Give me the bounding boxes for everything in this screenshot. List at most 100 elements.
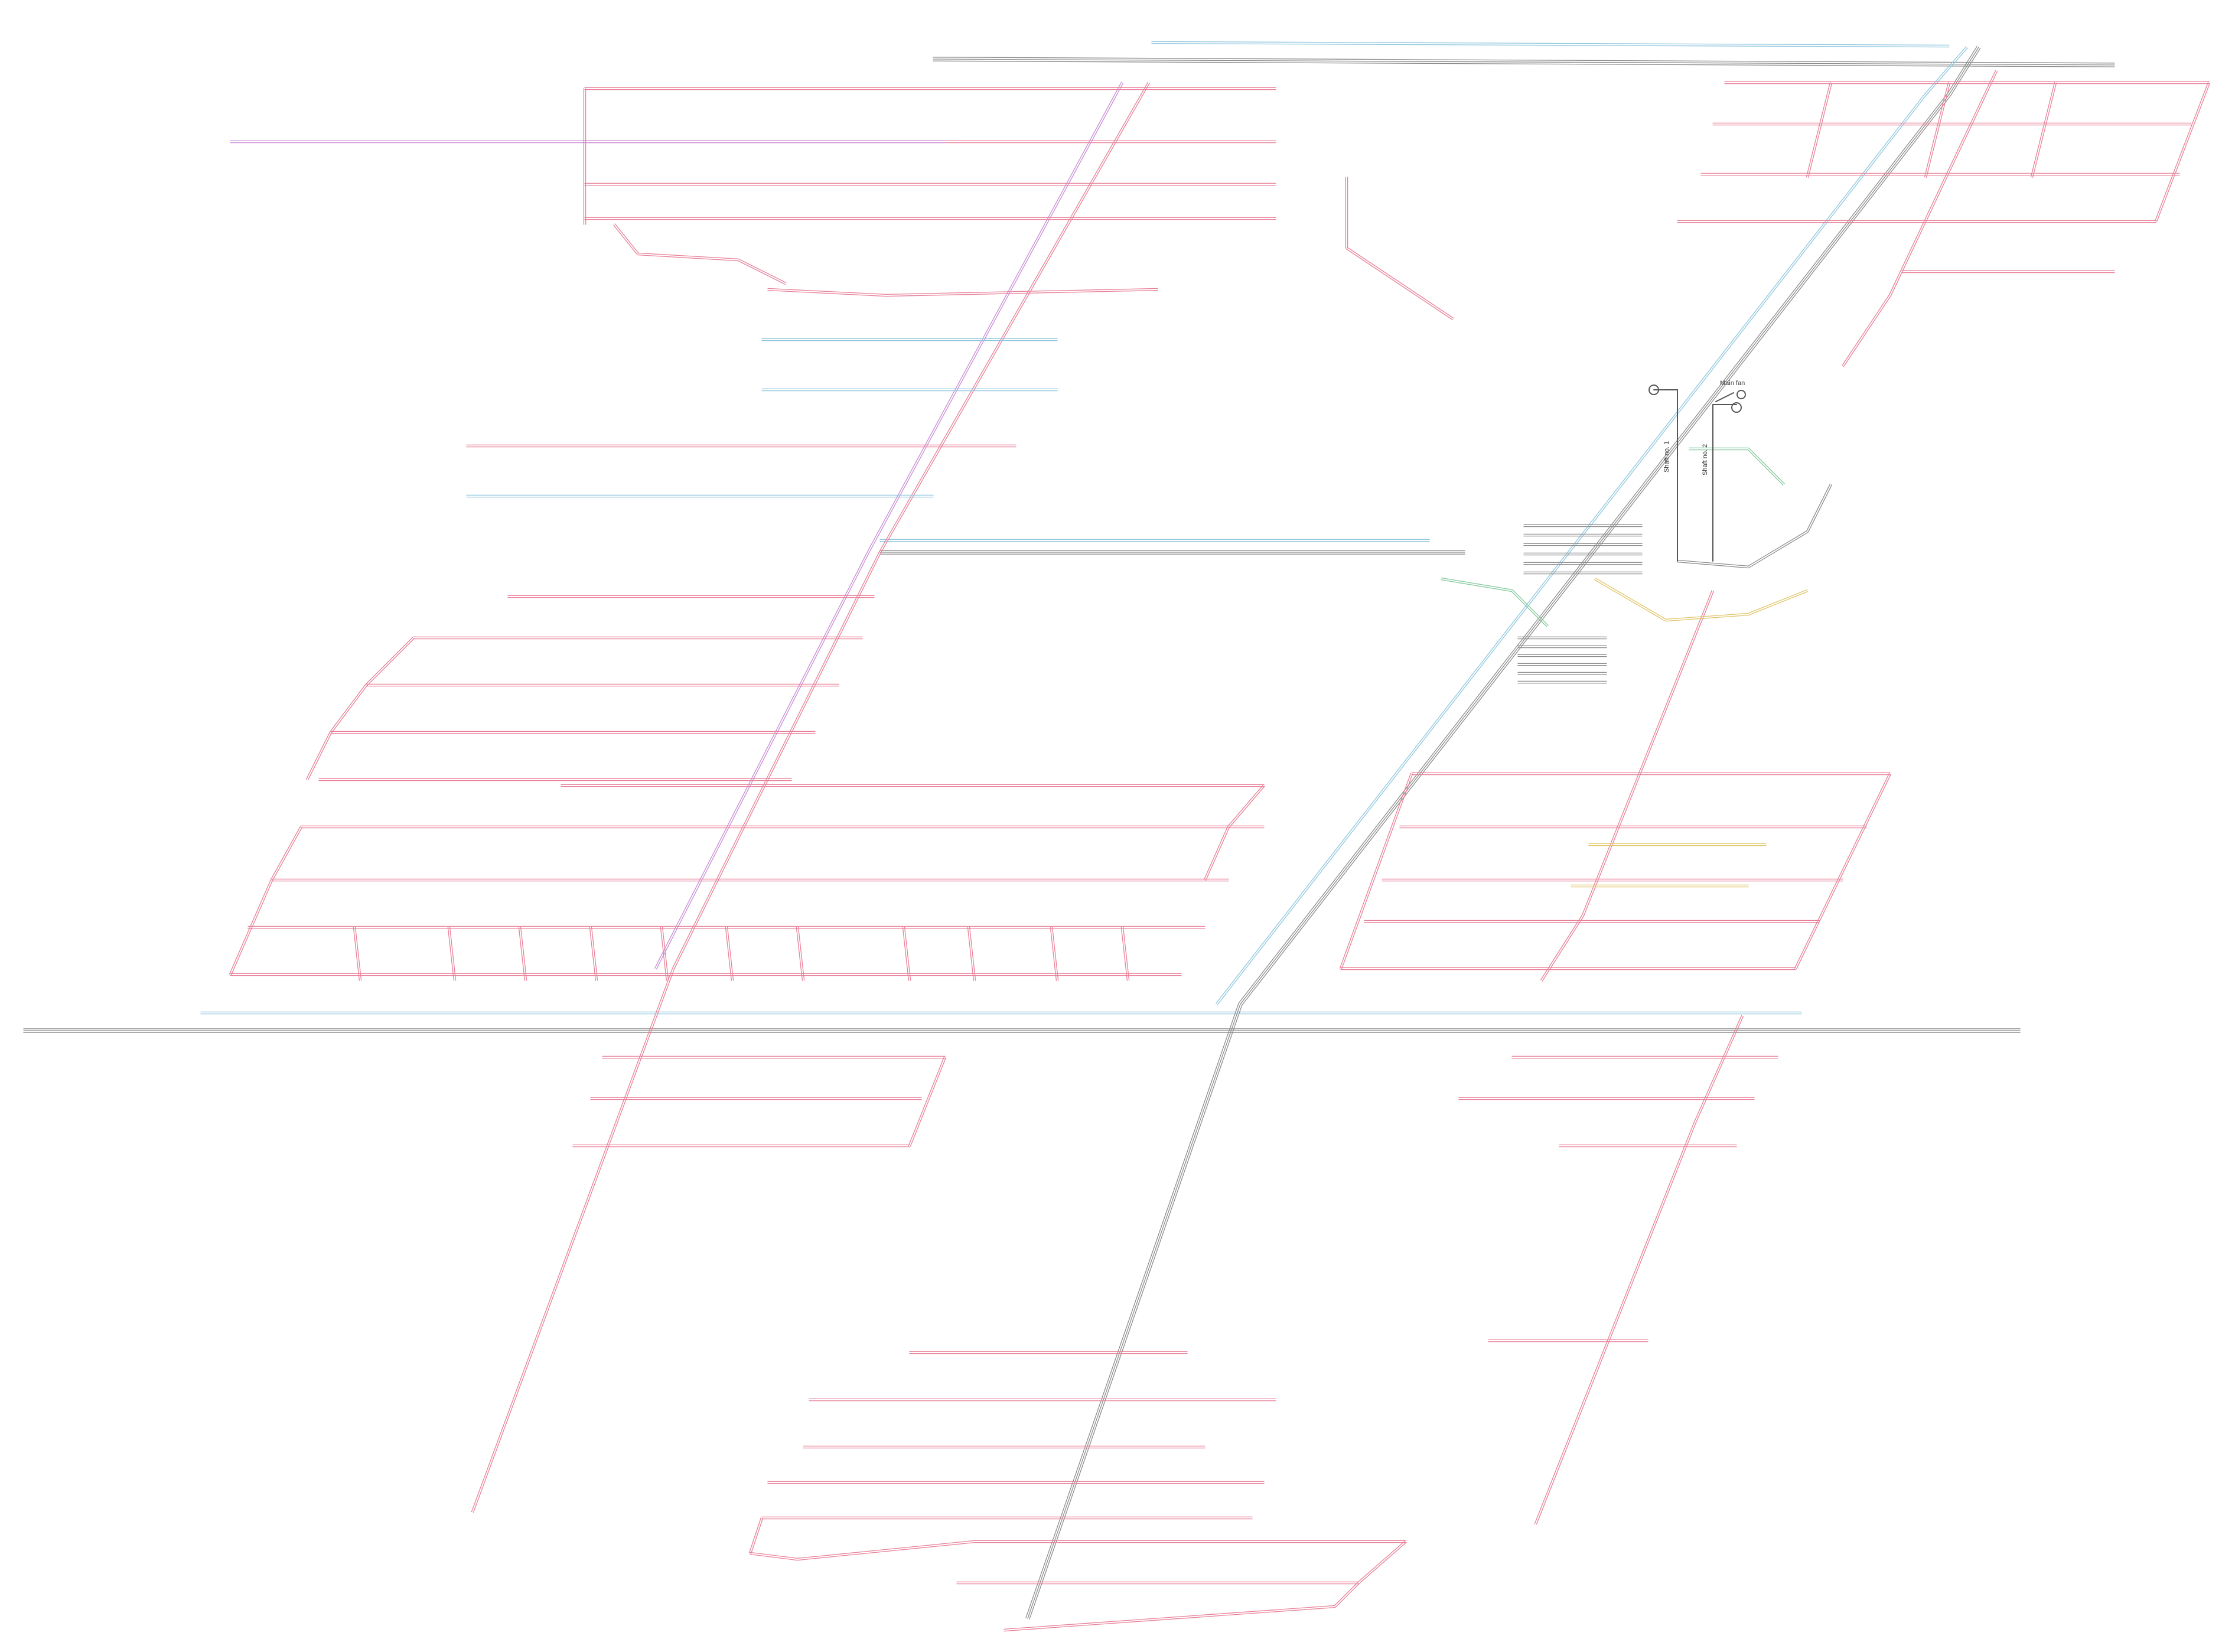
drift-lane [1050, 927, 1057, 981]
shaft-1-marker[interactable]: Shaft no. 1 [1648, 385, 1678, 562]
sw-boundary [270, 826, 303, 881]
stope-crosscut [902, 927, 911, 981]
north-east-ramp [1842, 294, 1891, 367]
stope-crosscut [353, 927, 362, 981]
drift [1345, 177, 1348, 249]
drift-lane [449, 927, 457, 981]
drift [301, 825, 1265, 829]
drift [1357, 1540, 1407, 1584]
yellow-drift [1588, 843, 1767, 846]
drift-lane [1594, 579, 1666, 622]
drift [761, 1516, 1253, 1520]
drift-lane [656, 552, 870, 970]
stope-crosscut [1806, 82, 1833, 178]
stope-crosscut [2030, 82, 2057, 178]
drift-lane [230, 879, 273, 976]
drift-lane [1595, 577, 1667, 620]
main-decline [1238, 93, 1951, 1006]
drift-lane [591, 927, 598, 981]
drift [1227, 784, 1265, 828]
drift-lane [614, 223, 639, 254]
drift-lane [1216, 93, 1926, 1004]
drift-lane [2154, 82, 2209, 222]
main-fan-marker[interactable]: Main fan [1715, 380, 1746, 402]
stope-crosscut [1924, 82, 1951, 178]
drift-lane [520, 927, 527, 981]
shaft-station [1523, 552, 1643, 556]
shaft-station [1517, 636, 1607, 640]
drift-lane [589, 927, 597, 981]
shaft-station [1517, 654, 1607, 657]
drift-lane [1536, 1122, 1697, 1525]
drift-lane [330, 684, 366, 732]
shaft-2-marker[interactable]: Shaft no. 2 [1702, 402, 1742, 562]
drift-lane [1748, 591, 1809, 616]
drift [330, 731, 816, 734]
drift-lane [331, 685, 367, 734]
drift-lane [2032, 82, 2057, 178]
sw-boundary [229, 879, 273, 976]
drift [583, 88, 587, 225]
drift-lane [1511, 591, 1547, 627]
stope-crosscut [518, 927, 527, 981]
east-block-boundary [1794, 773, 1892, 970]
drift-lane [904, 927, 911, 981]
drift-lane [654, 551, 868, 969]
drift [1399, 825, 1867, 829]
drift-lane [1203, 826, 1229, 881]
drift-lane [967, 927, 975, 981]
west-boundary [365, 637, 415, 686]
drift-lane [1747, 589, 1808, 614]
drift-lane [1217, 95, 1927, 1005]
drift-lane [1241, 95, 1951, 1006]
drift [1594, 577, 1667, 622]
stope-crosscut [1120, 927, 1130, 981]
drift [1382, 878, 1843, 882]
main-level-north-vent [1151, 41, 1950, 48]
drift-lane [366, 638, 415, 686]
drift [466, 444, 1016, 448]
drift [572, 1144, 910, 1148]
west-ramp [672, 551, 882, 970]
shaft-station [1523, 533, 1643, 537]
drift-lane [797, 1540, 975, 1559]
drift-lane [748, 1517, 762, 1554]
drift-lane [1358, 1542, 1407, 1584]
drift-lane [307, 732, 333, 781]
nw-stope-drift [584, 217, 1276, 220]
east-block-boundary [1339, 773, 1413, 970]
drift-lane [1890, 71, 1998, 296]
drift [366, 683, 839, 687]
drift-lane [518, 927, 526, 981]
drift [1700, 172, 2180, 176]
drift-lane [878, 82, 1149, 552]
drift-lane [637, 252, 739, 260]
drift [602, 1055, 946, 1059]
drift-lane [272, 827, 303, 881]
drift-lane [637, 254, 739, 262]
drift-lane [1339, 773, 1412, 969]
stope-crosscut [589, 927, 598, 981]
west-ramp [471, 967, 675, 1513]
drift-lane [1806, 82, 1831, 178]
drift-lane [1205, 826, 1230, 881]
ventilation-fan-drift [1689, 447, 1749, 451]
drift-lane [737, 260, 786, 285]
drift [767, 1481, 1265, 1484]
drift [1712, 122, 2192, 126]
drift [1511, 589, 1549, 627]
drift-lane [1335, 1583, 1360, 1608]
drift-lane [726, 927, 734, 981]
drift-lane [1796, 774, 1892, 970]
drift [737, 258, 787, 285]
drift-lane [353, 927, 360, 981]
drift-lane [660, 927, 667, 981]
nw-vent-drift [761, 338, 1058, 341]
drift-lane [797, 927, 805, 981]
middle-level [879, 550, 1465, 555]
east-ramp [1693, 1015, 1744, 1123]
drift-lane [1441, 577, 1513, 591]
drift-lane [1029, 1004, 1243, 1620]
drift-lane [1677, 561, 1749, 569]
